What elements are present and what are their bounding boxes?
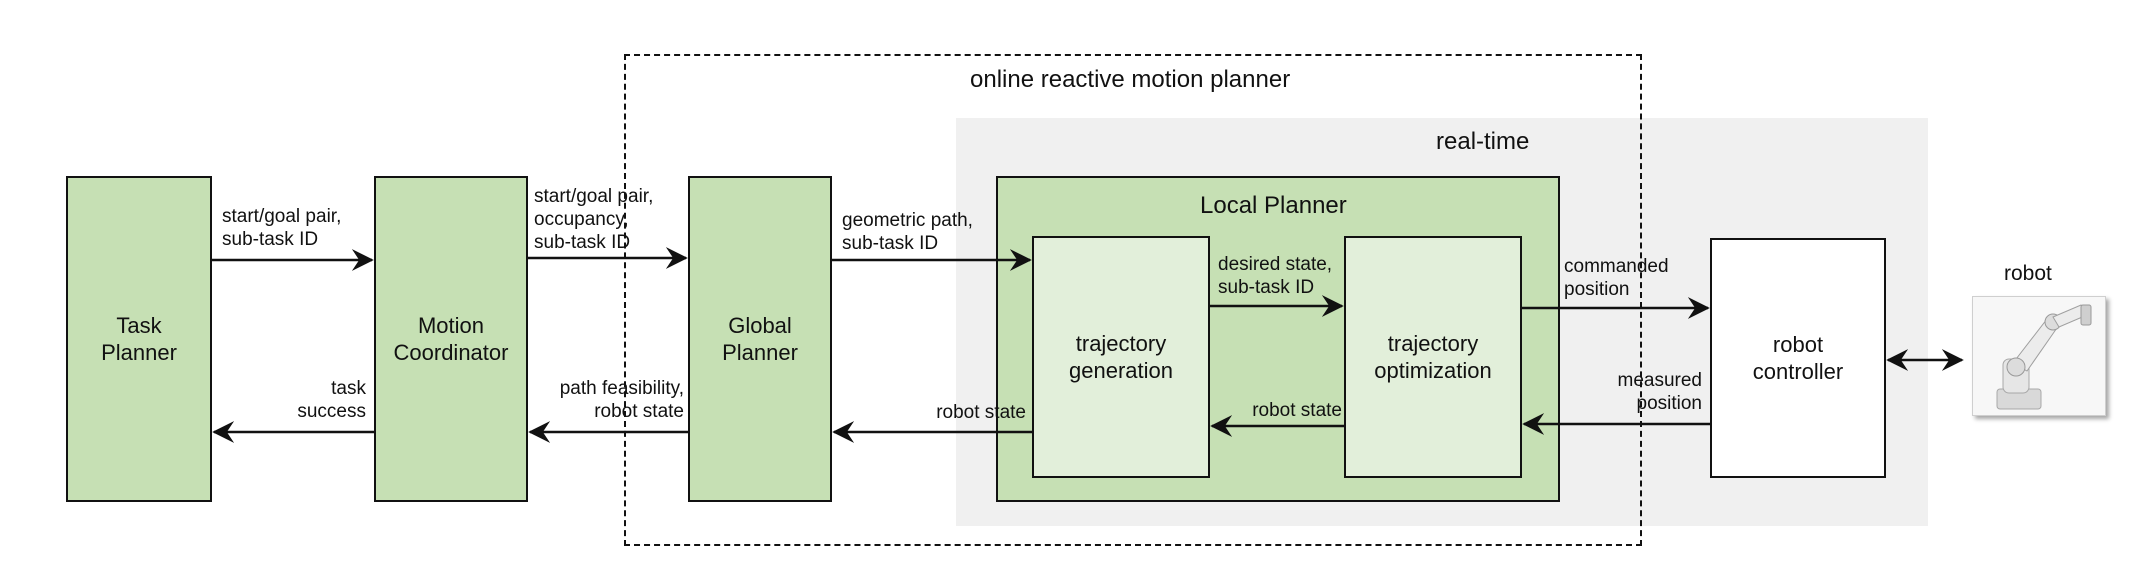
label-gp-to-lp: geometric path, sub-task ID: [842, 210, 973, 254]
label-rc-to-to: measured position: [1617, 370, 1703, 414]
label-mc-to-gp: start/goal pair, occupancy, sub-task ID: [534, 186, 654, 253]
label-to-to-tg: robot state: [1252, 400, 1342, 421]
local-planner-title: Local Planner: [1200, 192, 1347, 219]
trajectory-optimization-block[interactable]: trajectory optimization: [1344, 236, 1522, 478]
label-tg-to-to: desired state, sub-task ID: [1218, 254, 1333, 298]
robot-controller-block[interactable]: robot controller: [1710, 238, 1886, 478]
label-to-to-rc: commanded position: [1564, 256, 1669, 300]
real-time-title: real-time: [1436, 128, 1530, 155]
task-planner-block[interactable]: Task Planner: [66, 176, 212, 502]
robot-label: robot: [2004, 262, 2052, 285]
online-planner-region: [624, 54, 1642, 546]
motion-coordinator-block[interactable]: Motion Coordinator: [374, 176, 528, 502]
label-mc-to-tp: task success: [297, 378, 366, 422]
global-planner-block[interactable]: Global Planner: [688, 176, 832, 502]
label-gp-to-mc: path feasibility, robot state: [559, 378, 684, 422]
trajectory-generation-block[interactable]: trajectory generation: [1032, 236, 1210, 478]
label-lp-to-gp: robot state: [936, 402, 1026, 423]
robot-arm-image: [1972, 296, 2106, 416]
robot-arm-icon: [1996, 304, 2092, 410]
online-planner-title: online reactive motion planner: [970, 66, 1291, 93]
label-tp-to-mc: start/goal pair, sub-task ID: [222, 206, 342, 250]
